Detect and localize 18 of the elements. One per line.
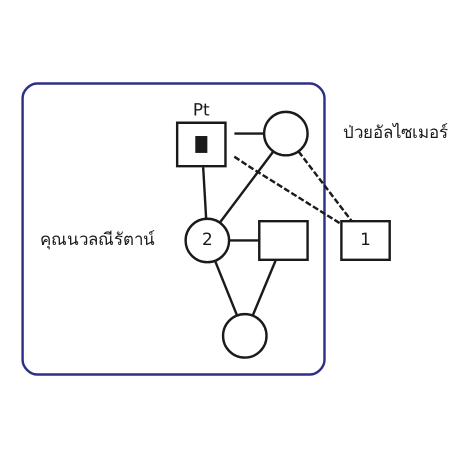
node-circle [222, 312, 268, 358]
node-label: Pt [192, 99, 210, 120]
node-circle [262, 110, 309, 156]
node-label: ป่วยอัลไซเมอร์ [343, 122, 448, 142]
node-circle: 2 [184, 217, 230, 263]
cluster [21, 82, 326, 376]
node-box [258, 219, 309, 260]
connector [298, 150, 353, 222]
connector [229, 238, 260, 242]
connector [234, 155, 342, 224]
node-box: 1 [340, 219, 391, 260]
connector [218, 150, 274, 223]
connector [234, 132, 264, 134]
connector [252, 259, 277, 316]
node-box [176, 121, 227, 167]
connector [202, 166, 208, 218]
node-label: คุณนวลณีรัตาน์ [40, 228, 155, 248]
connector [214, 260, 238, 316]
